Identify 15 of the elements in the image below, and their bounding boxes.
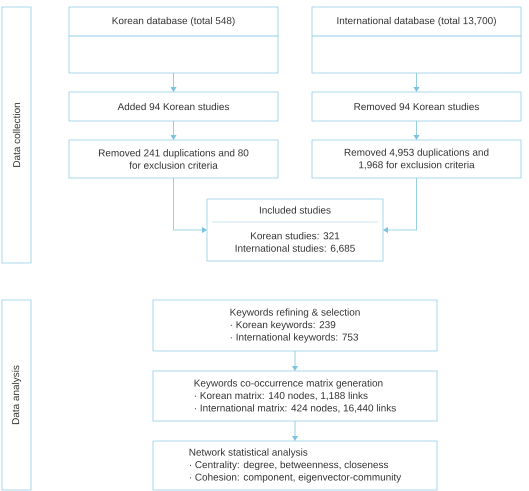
process-box: Added 94 Korean studies [68, 92, 278, 122]
result-box: Included studies Korean studies: 321 International studies: 6,685 [206, 198, 384, 262]
arrow [383, 178, 417, 234]
header-box: International database (total 13,700) [312, 6, 522, 36]
process-box [68, 36, 278, 74]
process-box: Keywords co-occurrence matrix generation · Korean matrix: 140 nodes, 1,188 links · International matrix: 424 nodes, 16,440 links [152, 370, 438, 422]
process-box: Keywords refining & selection · Korean keywords: 239 · International keywords: 753 [152, 300, 438, 352]
stage-band: Data analysis [2, 300, 32, 490]
process-box: Removed 94 Korean studies [312, 92, 522, 122]
header-box: Korean database (total 548) [68, 6, 278, 36]
process-box: Network statistical analysis · Centrality: degree, betweenness, closeness · Cohesion: component, eigenvector-community [152, 440, 438, 490]
process-box: Removed 4,953 duplications and 1,968 for exclusion criteria [312, 140, 522, 178]
process-box [312, 36, 522, 74]
stage-band: Data collection [2, 6, 32, 264]
process-box: Removed 241 duplications and 80 for exclusion criteria [68, 140, 278, 178]
